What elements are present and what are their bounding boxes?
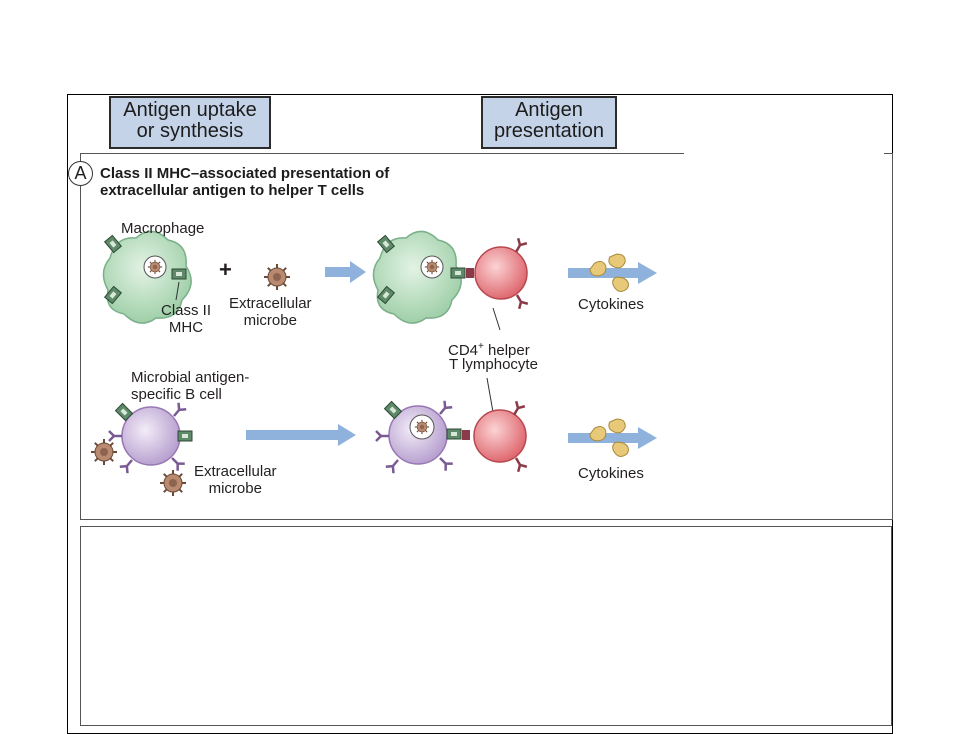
macrophage-presenting — [372, 230, 474, 324]
header-antigen-uptake: Antigen uptake or synthesis — [109, 96, 271, 149]
panel-a-title: Class II MHC–associated presentation of … — [100, 165, 389, 199]
panel-letter-a: A — [68, 161, 93, 186]
label-plus: + — [219, 257, 232, 282]
t-cell-1 — [474, 236, 530, 311]
panel-a-title-line-1: Class II MHC–associated presentation of — [100, 165, 390, 182]
label-cd4-plus: + — [478, 341, 484, 352]
label-extracellular-2: Extracellular — [194, 463, 277, 480]
b-cell — [90, 401, 193, 497]
arrow-2 — [246, 424, 356, 446]
label-b-cell-line-2: specific B cell — [131, 386, 222, 403]
label-class-ii: Class II — [161, 302, 212, 319]
label-t-lymphocyte: T lymphocyte — [449, 356, 538, 373]
label-extracellular-1: Extracellular — [229, 295, 312, 312]
header-presentation-line-2: presentation — [493, 120, 605, 142]
label-class-ii-mhc: Class II MHC — [161, 302, 211, 336]
label-cytokines-1: Cytokines — [578, 296, 644, 313]
header-uptake-line-1: Antigen uptake — [123, 99, 257, 121]
arrow-cytokines-1 — [568, 262, 657, 284]
label-b-cell-line-1: Microbial antigen- — [131, 369, 250, 386]
label-microbe-2: microbe — [208, 480, 262, 497]
cropped-region-top — [668, 95, 892, 153]
b-cell-presenting — [374, 399, 470, 475]
arrow-1 — [325, 261, 366, 283]
label-macrophage: Macrophage — [121, 220, 205, 237]
header-antigen-presentation: Antigen presentation — [481, 96, 617, 149]
label-extracellular-microbe-2: Extracellular microbe — [194, 463, 277, 497]
label-microbe-1: microbe — [243, 312, 297, 329]
extracellular-microbe-1 — [263, 263, 291, 291]
label-extracellular-microbe-1: Extracellular microbe — [229, 295, 312, 329]
label-cd4-helper: CD4+ helper — [448, 338, 530, 359]
label-helper: helper — [483, 342, 530, 359]
label-cytokines-2: Cytokines — [578, 465, 644, 482]
header-uptake-line-2: or synthesis — [136, 120, 244, 142]
arrow-cytokines-2 — [568, 427, 657, 449]
macrophage-cell — [102, 230, 192, 324]
label-b-cell: Microbial antigen- specific B cell — [131, 369, 249, 403]
panel-a — [80, 153, 893, 520]
panel-a-title-line-2: extracellular antigen to helper T cells — [100, 182, 365, 199]
header-presentation-line-1: Antigen — [515, 99, 583, 121]
cropped-region — [684, 150, 884, 518]
label-cd4: CD4 — [448, 342, 479, 359]
label-mhc: MHC — [168, 319, 204, 336]
t-cell-2 — [473, 399, 529, 474]
